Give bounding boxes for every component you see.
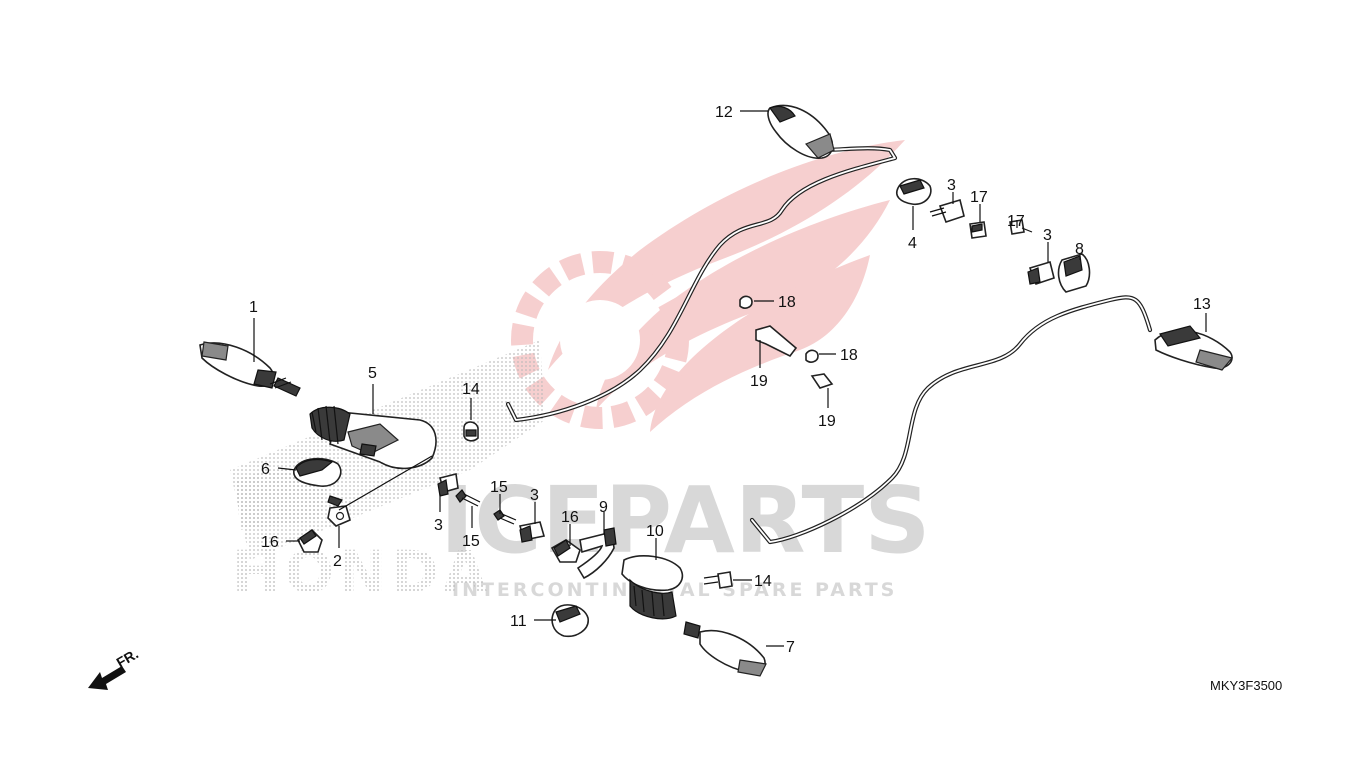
callout-9: 9	[599, 499, 608, 516]
part-3-clip-left	[437, 473, 459, 497]
callout-2: 2	[333, 553, 342, 570]
callout-11: 11	[510, 613, 527, 630]
callout-6: 6	[261, 461, 270, 478]
part-19-band-upper	[755, 325, 798, 358]
callout-13: 13	[1193, 296, 1211, 313]
part-11-rubber-boot	[551, 604, 589, 638]
part-4-bracket	[896, 177, 932, 206]
callout-19-left: 19	[750, 373, 768, 390]
front-direction-label: FR.	[114, 645, 142, 670]
part-6-rubber-cover	[293, 457, 342, 487]
callout-17-upper: 17	[970, 189, 988, 206]
watermark-tagline: INTERCONTINENTAL SPARE PARTS	[452, 579, 897, 601]
part-9-bracket	[576, 527, 617, 580]
part-15-screw-center	[493, 509, 517, 525]
callout-10: 10	[646, 523, 664, 540]
part-13-rear-winker	[1154, 325, 1234, 371]
part-1-front-winker	[199, 341, 301, 397]
watermark-wing-logo	[511, 140, 905, 432]
part-3-clip-center	[518, 521, 546, 543]
callout-15-left: 15	[462, 533, 480, 550]
callout-19-right: 19	[818, 413, 836, 430]
part-2-clip	[327, 495, 351, 527]
callout-12: 12	[715, 104, 733, 121]
callout-3-right: 3	[1043, 227, 1052, 244]
part-5-winker-bracket	[309, 405, 437, 470]
part-14-screw-right	[703, 571, 733, 589]
callout-18-lower: 18	[840, 347, 858, 364]
part-10-winker-body	[621, 555, 684, 620]
part-3-clip-upper-right	[929, 198, 965, 224]
callout-1: 1	[249, 299, 258, 316]
watermark-brand: ICEPARTS	[440, 467, 931, 574]
callout-16-left: 16	[261, 534, 279, 551]
callout-15-center: 15	[490, 479, 508, 496]
part-14-grommet-top	[463, 421, 479, 442]
callout-7: 7	[786, 639, 795, 656]
part-16-nut-center	[550, 539, 581, 563]
callout-5: 5	[368, 365, 377, 382]
callout-4: 4	[908, 235, 917, 252]
callout-17-lower: 17	[1007, 213, 1025, 230]
part-3-clip-right	[1027, 260, 1055, 286]
part-18-clip-lower	[805, 349, 819, 363]
callout-3-left: 3	[434, 517, 443, 534]
part-12-rear-winker	[767, 104, 835, 159]
drawing-code: MKY3F3500	[1210, 678, 1282, 693]
callout-14-right: 14	[754, 573, 772, 590]
part-17-bolt-upper	[969, 221, 987, 239]
callout-3-upper-right: 3	[947, 177, 956, 194]
callout-18-upper: 18	[778, 294, 796, 311]
callout-8: 8	[1075, 241, 1084, 258]
part-19-band-lower	[810, 373, 834, 389]
wire-harness-12	[505, 146, 898, 423]
callout-3-center: 3	[530, 487, 539, 504]
callout-16-center: 16	[561, 509, 579, 526]
part-16-nut-left	[296, 528, 323, 553]
wire-harness-13	[749, 295, 1153, 545]
part-7-front-winker	[683, 621, 767, 677]
callouts: 1 2 3 3 3 3 4 5 6 7 8 9 10 11 12 13 14 1…	[249, 104, 1211, 656]
part-15-screw-left	[455, 489, 481, 507]
callout-14-top: 14	[462, 381, 480, 398]
part-18-clip-upper	[739, 295, 753, 309]
leader-lines	[253, 110, 1207, 647]
part-8-grommet	[1057, 253, 1091, 293]
front-direction-arrow: FR.	[88, 645, 141, 690]
